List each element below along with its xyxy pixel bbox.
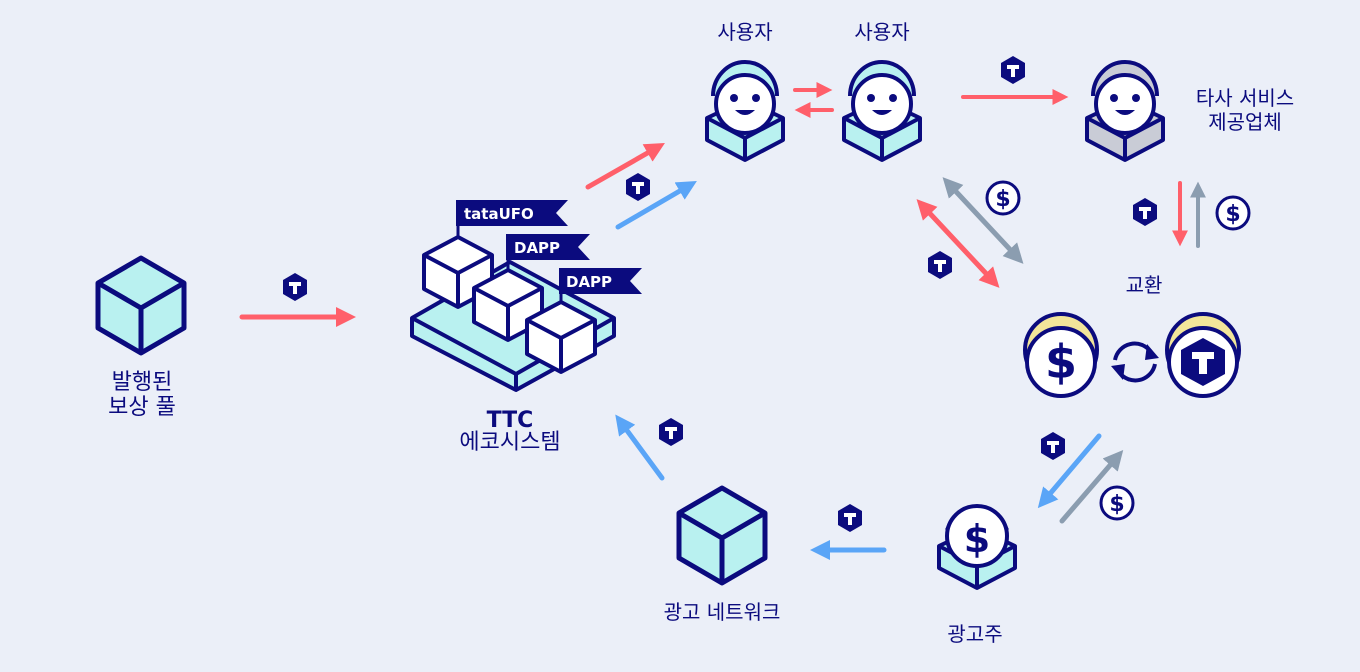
third-party-label-line2: 제공업체 <box>1208 110 1282 134</box>
reward-pool-label-line1: 발행된 <box>111 370 173 395</box>
reward-pool-label-line2: 보상 풀 <box>108 395 176 420</box>
user-2-label: 사용자 <box>854 20 910 44</box>
dollar-icon <box>1099 485 1135 521</box>
svg-text:$: $ <box>1045 335 1077 389</box>
dapp-cube-3-icon <box>525 300 597 374</box>
token-icon <box>928 251 952 279</box>
user-2-avatar-icon <box>842 60 922 162</box>
arrow-user-to-ecosystem <box>615 180 697 230</box>
arrow-user-exchange-red <box>916 199 1000 288</box>
token-coin-icon <box>1165 312 1241 398</box>
advertiser-label: 광고주 <box>947 622 1003 646</box>
token-icon <box>283 273 307 301</box>
ad-network-cube-icon <box>679 488 765 583</box>
dollar-coin-icon: $ <box>1023 312 1099 398</box>
flag-label-tataufo: tataUFO <box>464 205 534 223</box>
flag-label-dapp-1: DAPP <box>514 239 560 257</box>
arrow-exchange-to-advertiser <box>1037 433 1102 509</box>
ecosystem-label: TTC 에코시스템 <box>440 410 580 454</box>
user-1-avatar-icon <box>705 60 785 162</box>
dollar-icon <box>1215 195 1251 231</box>
arrow-advertiser-to-exchange <box>1059 449 1124 524</box>
reward-pool-cube-icon <box>98 258 184 353</box>
ecosystem-label-line2: 에코시스템 <box>459 430 561 455</box>
ecosystem-label-line1: TTC <box>486 408 534 433</box>
ad-network-label: 광고 네트워크 <box>663 600 781 624</box>
flag-dapp-1: DAPP <box>506 234 590 275</box>
third-party-label: 타사 서비스 제공업체 <box>1170 86 1320 134</box>
token-icon <box>1133 198 1157 226</box>
flag-tatauFO: tataUFO <box>456 200 568 246</box>
arrow-ecosystem-to-user <box>585 143 665 190</box>
token-icon <box>1001 56 1025 84</box>
dollar-icon <box>985 180 1021 216</box>
provider-avatar-icon <box>1085 60 1165 162</box>
reward-pool-label: 발행된 보상 풀 <box>90 370 194 420</box>
token-icon <box>659 418 683 446</box>
token-icon <box>626 173 650 201</box>
exchange-label: 교환 <box>1125 273 1163 297</box>
flag-label-dapp-2: DAPP <box>566 273 612 291</box>
arrow-adnetwork-to-ecosystem <box>615 414 665 481</box>
user-1-label: 사용자 <box>717 20 773 44</box>
flag-dapp-2: DAPP <box>559 268 642 308</box>
svg-text:$: $ <box>964 517 990 561</box>
third-party-label-line1: 타사 서비스 <box>1195 86 1295 110</box>
token-icon <box>1041 432 1065 460</box>
advertiser-icon: $ <box>937 504 1017 590</box>
token-icon <box>838 504 862 532</box>
swap-cycle-icon <box>1111 341 1159 383</box>
